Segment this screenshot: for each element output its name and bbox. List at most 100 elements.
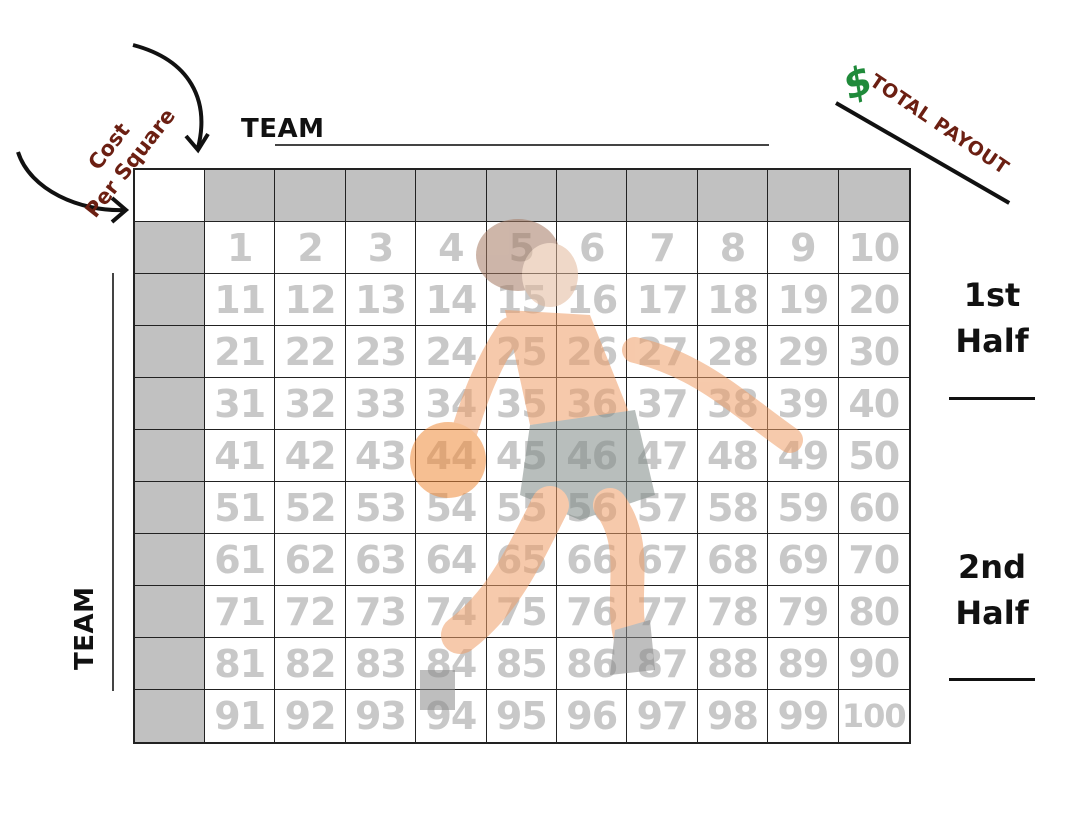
- square-cell[interactable]: 9: [768, 222, 839, 274]
- square-cell[interactable]: 30: [838, 326, 909, 378]
- square-cell[interactable]: 99: [768, 690, 839, 742]
- square-cell[interactable]: 51: [205, 482, 276, 534]
- square-cell[interactable]: 7: [627, 222, 698, 274]
- first-half-write-line[interactable]: [949, 397, 1035, 400]
- row-header-cell[interactable]: [135, 430, 205, 482]
- square-cell[interactable]: 100: [841, 697, 907, 735]
- square-cell[interactable]: 89: [768, 638, 839, 690]
- row-header-cell[interactable]: [135, 482, 205, 534]
- square-cell[interactable]: 98: [698, 690, 769, 742]
- square-cell[interactable]: 91: [205, 690, 276, 742]
- square-cell[interactable]: 80: [838, 586, 909, 638]
- square-cell[interactable]: 79: [768, 586, 839, 638]
- square-cell[interactable]: 28: [697, 326, 769, 378]
- column-header-cell[interactable]: [838, 170, 909, 222]
- square-cell[interactable]: 25: [486, 326, 557, 378]
- square-cell[interactable]: 5: [486, 222, 557, 274]
- square-cell[interactable]: 24: [416, 326, 487, 378]
- square-cell[interactable]: 15: [486, 274, 557, 326]
- square-cell[interactable]: 19: [768, 274, 839, 326]
- square-cell[interactable]: 87: [627, 638, 698, 690]
- square-cell[interactable]: 31: [205, 378, 276, 430]
- square-cell[interactable]: 6: [557, 222, 628, 274]
- square-cell[interactable]: 64: [416, 534, 487, 586]
- row-header-cell[interactable]: [135, 586, 205, 638]
- square-cell[interactable]: 40: [838, 378, 909, 430]
- row-header-cell[interactable]: [135, 690, 205, 742]
- square-cell[interactable]: 46: [557, 430, 628, 482]
- square-cell[interactable]: 86: [557, 638, 628, 690]
- row-header-cell[interactable]: [135, 222, 205, 274]
- square-cell[interactable]: 61: [205, 534, 276, 586]
- cost-per-square-box[interactable]: [135, 170, 205, 222]
- square-cell[interactable]: 92: [275, 690, 346, 742]
- square-cell[interactable]: 20: [838, 274, 909, 326]
- row-header-cell[interactable]: [135, 638, 205, 690]
- square-cell[interactable]: 33: [345, 378, 417, 430]
- team-left-write-line[interactable]: [112, 273, 114, 691]
- square-cell[interactable]: 39: [768, 378, 839, 430]
- column-header-cell[interactable]: [697, 170, 769, 222]
- column-header-cell[interactable]: [627, 170, 698, 222]
- square-cell[interactable]: 26: [557, 326, 628, 378]
- square-cell[interactable]: 50: [838, 430, 909, 482]
- square-cell[interactable]: 48: [697, 430, 769, 482]
- square-cell[interactable]: 97: [627, 690, 698, 742]
- square-cell[interactable]: 16: [557, 274, 628, 326]
- square-cell[interactable]: 96: [557, 690, 628, 742]
- square-cell[interactable]: 55: [486, 482, 557, 534]
- square-cell[interactable]: 35: [486, 378, 557, 430]
- row-header-cell[interactable]: [135, 326, 205, 378]
- square-cell[interactable]: 74: [416, 586, 487, 638]
- square-cell[interactable]: 34: [416, 378, 487, 430]
- square-cell[interactable]: 94: [416, 690, 487, 742]
- square-cell[interactable]: 17: [627, 274, 698, 326]
- row-header-cell[interactable]: [135, 274, 205, 326]
- square-cell[interactable]: 38: [697, 378, 769, 430]
- square-cell[interactable]: 52: [275, 482, 346, 534]
- square-cell[interactable]: 56: [557, 482, 628, 534]
- column-header-cell[interactable]: [557, 170, 628, 222]
- square-cell[interactable]: 54: [416, 482, 487, 534]
- square-cell[interactable]: 69: [768, 534, 839, 586]
- square-cell[interactable]: 37: [627, 378, 698, 430]
- square-cell[interactable]: 81: [205, 638, 276, 690]
- square-cell[interactable]: 68: [697, 534, 769, 586]
- second-half-write-line[interactable]: [949, 678, 1035, 681]
- square-cell[interactable]: 32: [275, 378, 346, 430]
- square-cell[interactable]: 58: [697, 482, 769, 534]
- square-cell[interactable]: 63: [345, 534, 417, 586]
- square-cell[interactable]: 93: [346, 690, 417, 742]
- square-cell[interactable]: 47: [627, 430, 698, 482]
- square-cell[interactable]: 10: [838, 222, 909, 274]
- square-cell[interactable]: 12: [275, 274, 346, 326]
- row-header-cell[interactable]: [135, 378, 205, 430]
- square-cell[interactable]: 29: [768, 326, 839, 378]
- square-cell[interactable]: 78: [697, 586, 769, 638]
- square-cell[interactable]: 70: [838, 534, 909, 586]
- square-cell[interactable]: 53: [345, 482, 417, 534]
- square-cell[interactable]: 88: [697, 638, 769, 690]
- square-cell[interactable]: 73: [345, 586, 417, 638]
- square-cell[interactable]: 67: [627, 534, 698, 586]
- square-cell[interactable]: 95: [487, 690, 557, 742]
- square-cell[interactable]: 85: [486, 638, 557, 690]
- square-cell[interactable]: 60: [838, 482, 909, 534]
- square-cell[interactable]: 62: [275, 534, 346, 586]
- square-cell[interactable]: 43: [345, 430, 417, 482]
- square-cell[interactable]: 83: [345, 638, 417, 690]
- square-cell[interactable]: 23: [345, 326, 417, 378]
- row-header-cell[interactable]: [135, 534, 205, 586]
- column-header-cell[interactable]: [416, 170, 487, 222]
- square-cell[interactable]: 36: [557, 378, 628, 430]
- square-cell[interactable]: 90: [838, 638, 909, 690]
- square-cell[interactable]: 44: [416, 430, 487, 482]
- square-cell[interactable]: 57: [627, 482, 698, 534]
- square-cell[interactable]: 76: [557, 586, 628, 638]
- square-cell[interactable]: 49: [768, 430, 839, 482]
- square-cell[interactable]: 22: [275, 326, 346, 378]
- square-cell[interactable]: 75: [486, 586, 557, 638]
- square-cell[interactable]: 45: [486, 430, 557, 482]
- square-cell[interactable]: 3: [345, 222, 417, 274]
- square-cell[interactable]: 8: [697, 222, 769, 274]
